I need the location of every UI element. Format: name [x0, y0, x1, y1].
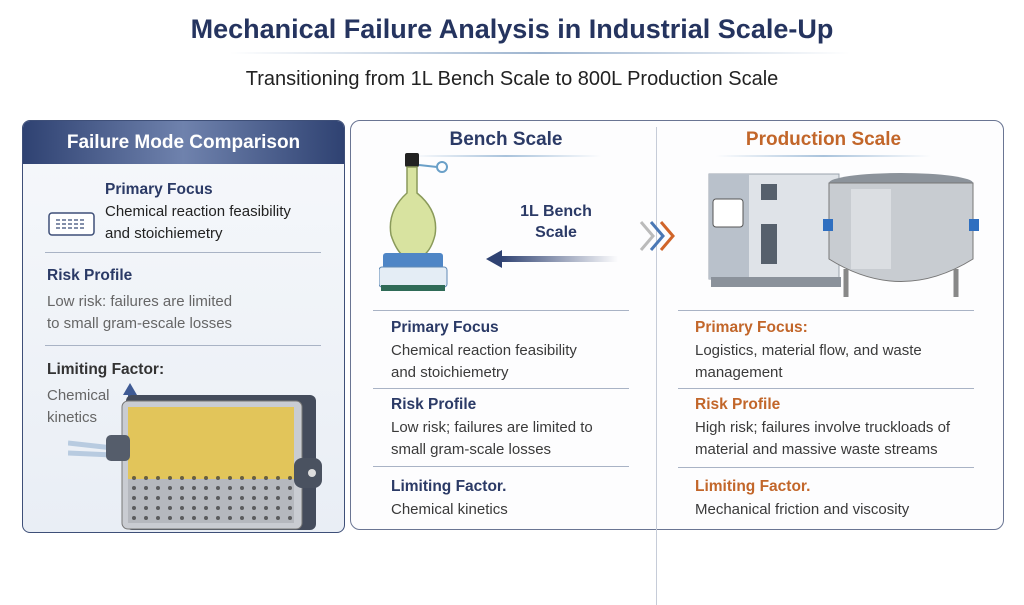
divider: [373, 388, 629, 389]
section-body: Chemical reaction feasibility and stoich…: [105, 201, 291, 245]
filter-cartridge-illustration: [68, 383, 322, 530]
section-heading: Limiting Factor.: [391, 478, 507, 495]
section-heading: Primary Focus: [105, 181, 213, 198]
body-line: to small gram-escale losses: [47, 315, 233, 332]
body-line: Mechanical friction and viscosity: [695, 501, 910, 518]
body-line: Chemical kinetics: [391, 501, 508, 518]
production-equipment-illustration: [708, 173, 979, 297]
section-body: High risk; failures involve truckloads o…: [695, 417, 950, 461]
divider: [678, 467, 974, 468]
body-line: Chemical: [47, 387, 110, 404]
arrow-label: 1L Bench Scale: [501, 201, 611, 243]
section-body: Low risk; failures are limited to small …: [391, 417, 593, 461]
left-arrow-icon: [486, 250, 618, 268]
page-title: Mechanical Failure Analysis in Industria…: [190, 14, 834, 44]
arrow-label-line: 1L Bench: [520, 203, 592, 220]
body-line: management: [695, 364, 783, 381]
section-body: Mechanical friction and viscosity: [695, 499, 909, 521]
divider: [678, 388, 974, 389]
document-icon: [48, 212, 95, 236]
divider: [678, 310, 974, 311]
production-scale-title: Production Scale: [745, 129, 902, 150]
section-heading: Limiting Factor:: [47, 361, 165, 378]
body-line: kinetics: [47, 409, 98, 426]
section-body: Logistics, material flow, and waste mana…: [695, 340, 922, 384]
body-line: Low risk: failures are limited: [47, 293, 233, 310]
body-line: Low risk; failures are limited to: [391, 419, 593, 436]
section-body: Chemical kinetics: [47, 385, 110, 429]
column-divider: [656, 127, 657, 605]
scale-comparison-panel: Bench Scale 1L Bench Scale Primary Focus…: [350, 120, 1004, 605]
body-line: and stoichiemetry: [105, 225, 223, 242]
arrow-label-line: Scale: [535, 224, 577, 241]
section-body: Low risk: failures are limited to small …: [47, 291, 232, 335]
body-line: Chemical reaction feasibility: [105, 203, 291, 220]
body-line: Logistics, material flow, and waste: [695, 342, 922, 359]
body-line: material and massive waste streams: [695, 441, 938, 458]
section-body: Chemical reaction feasibility and stoich…: [391, 340, 577, 384]
panel-header: Failure Mode Comparison: [23, 121, 344, 164]
section-heading: Risk Profile: [47, 267, 133, 284]
flask-on-scale-illustration: [379, 153, 448, 291]
chevron-right-icon: [639, 221, 675, 251]
section-heading: Limiting Factor.: [695, 478, 811, 495]
divider: [373, 310, 629, 311]
section-heading: Primary Focus: [391, 319, 499, 336]
section-body: Chemical kinetics: [391, 499, 508, 521]
failure-mode-panel: Failure Mode Comparison Primary Focus Ch…: [22, 120, 345, 533]
section-heading: Risk Profile: [695, 396, 781, 413]
section-heading: Risk Profile: [391, 396, 477, 413]
title-underline: [411, 155, 601, 157]
body-line: Chemical reaction feasibility: [391, 342, 577, 359]
title-divider: [230, 52, 850, 54]
title-underline: [716, 155, 931, 157]
section-heading: Primary Focus:: [695, 319, 808, 336]
bench-scale-title: Bench Scale: [449, 129, 563, 150]
body-line: small gram-scale losses: [391, 441, 552, 458]
divider: [45, 252, 321, 253]
page-subtitle: Transitioning from 1L Bench Scale to 800…: [245, 68, 779, 90]
divider: [373, 466, 629, 467]
body-line: High risk; failures involve truckloads o…: [695, 419, 951, 436]
divider: [45, 345, 321, 346]
body-line: and stoichiemetry: [391, 364, 509, 381]
